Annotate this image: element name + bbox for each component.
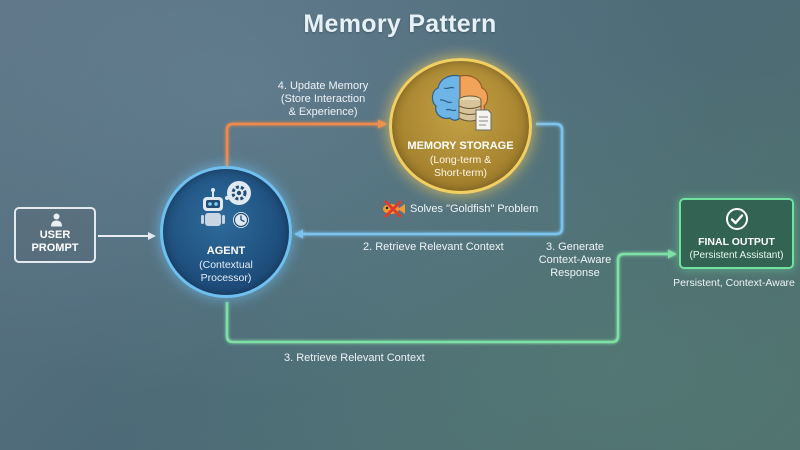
agent-title: AGENT <box>206 245 246 257</box>
agent-subtitle: (Contextual Processor) <box>199 259 253 284</box>
brain-database-icon <box>431 74 492 131</box>
crossed-goldfish-icon <box>383 200 405 218</box>
memory-storage-node: MEMORY STORAGE (Long-term & Short-term) <box>389 58 532 194</box>
final-output-node: FINAL OUTPUT (Persistent Assistant) <box>679 198 794 269</box>
retrieve-context-label: 2. Retrieve Relevant Context <box>363 241 504 253</box>
arrow-update-memory <box>225 119 387 166</box>
final-output-subtitle: (Persistent Assistant) <box>689 250 784 261</box>
final-output-caption: Persistent, Context-Aware <box>673 277 795 289</box>
user-icon <box>51 213 62 227</box>
robot-icon <box>201 181 251 228</box>
generate-response-label: 3. Generate Context-Aware Response <box>538 241 612 279</box>
diagram-title: Memory Pattern <box>303 10 497 38</box>
update-memory-label: 4. Update Memory (Store Interaction & Ex… <box>277 80 369 118</box>
checkmark-icon <box>726 208 748 230</box>
arrow-retrieve-to-agent <box>294 122 564 239</box>
goldfish-label: Solves "Goldfish" Problem <box>410 203 539 215</box>
final-output-title: FINAL OUTPUT <box>698 236 775 248</box>
retrieve-context-bottom-label: 3. Retrieve Relevant Context <box>284 352 425 364</box>
memory-subtitle: (Long-term & Short-term) <box>429 154 492 179</box>
memory-title: MEMORY STORAGE <box>407 140 514 152</box>
arrow-generate-response <box>225 249 677 344</box>
user-prompt-node: USER PROMPT <box>14 207 96 263</box>
agent-node: AGENT (Contextual Processor) <box>160 166 292 298</box>
user-prompt-label: USER PROMPT <box>31 229 79 254</box>
